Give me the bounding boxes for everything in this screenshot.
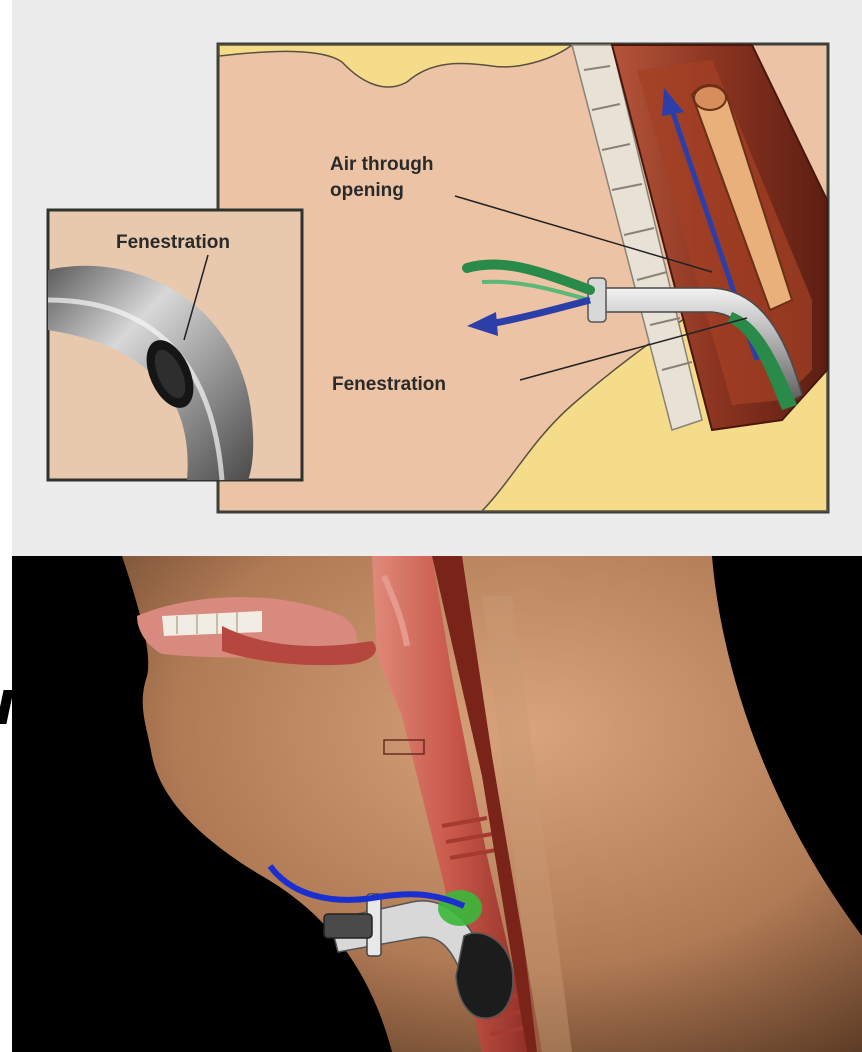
inset-closeup: Fenestration — [48, 210, 302, 480]
label-fenestration: Fenestration — [332, 374, 446, 395]
fenestrated-tube-illustration: Air through opening Fenestration Fenestr… — [12, 0, 862, 556]
label-inset-fenestration: Fenestration — [116, 232, 230, 253]
fenestrated-tube-figure: Air through opening Fenestration Fenestr… — [12, 0, 862, 556]
label-air-through-line1: Air through — [330, 154, 433, 175]
neck-cross-section-render — [12, 556, 862, 1052]
neck-cross-section-figure — [12, 556, 862, 1052]
label-air-through-line2: opening — [330, 180, 404, 201]
